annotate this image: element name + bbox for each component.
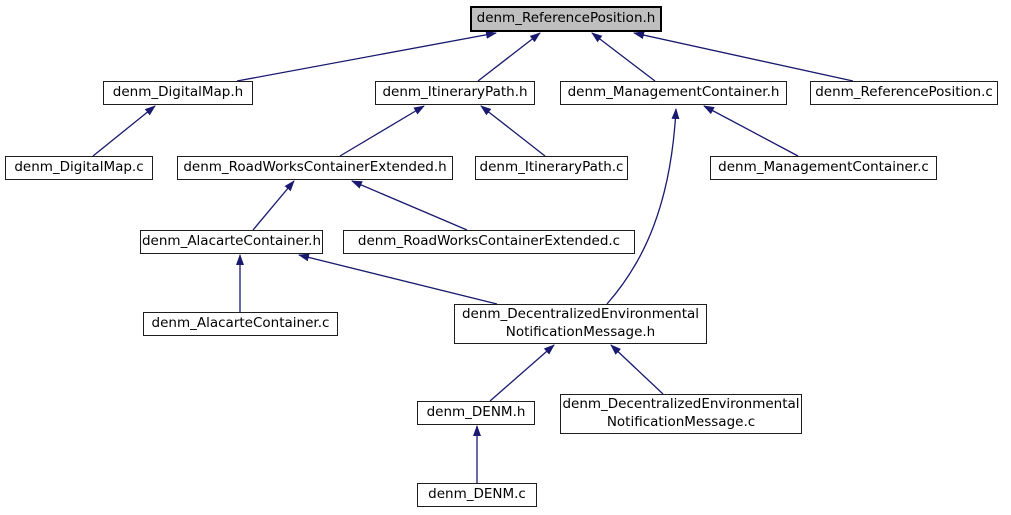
graph-node-denm-managementcontainer-h[interactable]: denm_ManagementContainer.h [560,81,787,105]
include-edge [489,344,555,402]
include-edge [351,180,468,231]
graph-node-denm-digitalmap-h[interactable]: denm_DigitalMap.h [103,81,253,105]
include-edge [703,105,799,157]
include-edge [610,344,664,395]
include-edge [477,32,541,82]
graph-node-denm-referenceposition-c[interactable]: denm_ReferencePosition.c [810,81,998,105]
graph-node-denm-roadworkscontainerextended-h[interactable]: denm_RoadWorksContainerExtended.h [177,156,453,180]
graph-node-denm-alacartecontainer-h[interactable]: denm_AlacarteContainer.h [140,230,323,254]
graph-node-denm-denm-c[interactable]: denm_DENM.c [417,483,537,507]
include-edge [252,180,295,231]
include-edge [633,31,854,82]
include-edge [339,105,425,157]
graph-node-denm-decentralizedenvironmentalnotificationmessage-c[interactable]: denm_DecentralizedEnvironmental Notifica… [560,394,802,434]
include-edge [480,105,546,157]
include-edge [606,108,680,305]
graph-node-denm-managementcontainer-c[interactable]: denm_ManagementContainer.c [710,156,937,180]
include-edge [298,253,498,305]
include-edge [92,105,156,157]
graph-node-denm-itinerarypath-h[interactable]: denm_ItineraryPath.h [375,81,535,105]
graph-node-denm-itinerarypath-c[interactable]: denm_ItineraryPath.c [475,156,628,180]
graph-node-denm-alacartecontainer-c[interactable]: denm_AlacarteContainer.c [143,312,338,336]
graph-node-denm-roadworkscontainerextended-c[interactable]: denm_RoadWorksContainerExtended.c [343,230,635,254]
include-edge [591,32,656,82]
include-edge [236,30,497,82]
graph-node-denm-referenceposition-h: denm_ReferencePosition.h [470,6,662,32]
graph-node-denm-decentralizedenvironmentalnotificationmessage-h[interactable]: denm_DecentralizedEnvironmental Notifica… [454,304,707,344]
graph-node-denm-digitalmap-c[interactable]: denm_DigitalMap.c [5,156,153,180]
graph-node-denm-denm-h[interactable]: denm_DENM.h [417,401,535,425]
